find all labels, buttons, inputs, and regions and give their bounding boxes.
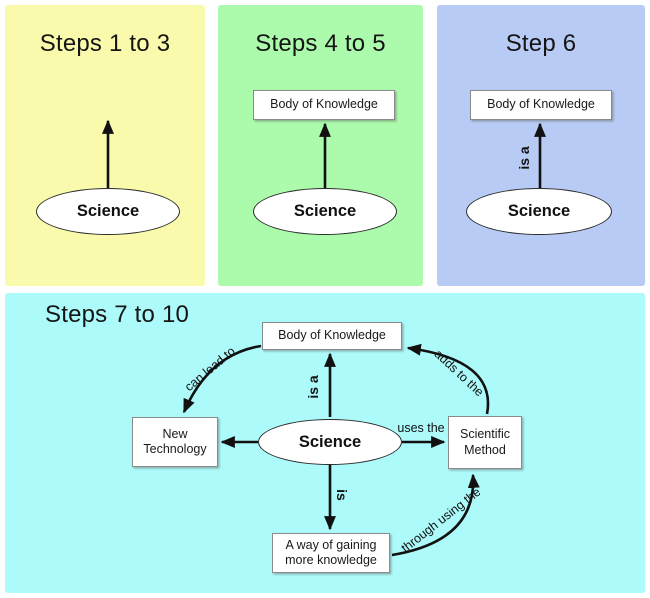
title-steps-1-3: Steps 1 to 3: [39, 30, 171, 57]
science-ellipse-steps-4-5: Science: [253, 188, 397, 235]
science-ellipse-step-6: Science: [466, 188, 612, 235]
link-label-is-a-step6: is a: [516, 146, 532, 170]
scientific-method-box: Scientific Method: [448, 416, 522, 469]
body-of-knowledge-box-step-6: Body of Knowledge: [470, 90, 612, 120]
body-of-knowledge-box-steps-7-10: Body of Knowledge: [262, 322, 402, 350]
link-label-uses-the: uses the: [397, 421, 445, 435]
title-step-6: Step 6: [505, 30, 577, 57]
title-steps-4-5: Steps 4 to 5: [255, 30, 386, 57]
science-ellipse-steps-7-10: Science: [258, 419, 402, 465]
link-label-is: is: [334, 489, 350, 501]
new-technology-box: New Technology: [132, 417, 218, 467]
panel-steps-1-3: [5, 5, 205, 286]
panel-steps-4-5: [218, 5, 423, 286]
way-of-gaining-knowledge-box: A way of gaining more knowledge: [272, 533, 390, 573]
body-of-knowledge-box-steps-4-5: Body of Knowledge: [253, 90, 395, 120]
science-ellipse-steps-1-3: Science: [36, 188, 180, 235]
title-steps-7-10: Steps 7 to 10: [45, 301, 190, 328]
link-label-is-a: is a: [305, 375, 321, 399]
